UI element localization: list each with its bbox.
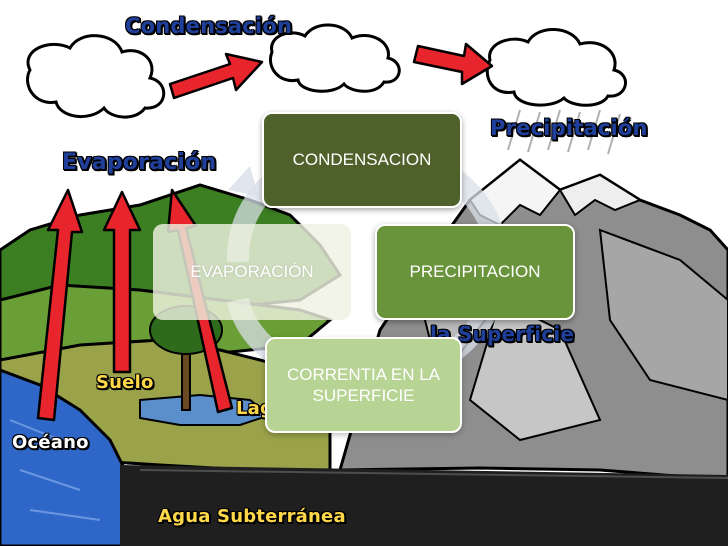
arrow-evap-soil [102,190,142,374]
groundwater-soil [120,465,728,546]
label-precipitacion: Precipitación [490,116,648,140]
cycle-label-condensacion: CONDENSACION [292,150,432,170]
label-condensacion: Condensación [125,14,293,38]
label-evaporacion: Evaporación [62,150,217,175]
label-oceano: Océano [12,432,89,453]
label-agua-subterranea: Agua Subterránea [158,506,346,527]
cycle-label-correntia: CORRENTIA EN LA SUPERFICIE [286,364,441,405]
cycle-box-condensacion: CONDENSACION [262,112,462,208]
cloud-center [269,23,401,93]
label-suelo: Suelo [96,372,154,393]
arrow-evap-ocean [36,188,84,422]
cycle-box-evaporacion: EVAPORACIÓN [153,224,351,320]
cycle-label-evaporacion: EVAPORACIÓN [190,262,314,282]
arrow-cloud-to-cloud-1 [168,52,264,100]
arrow-cloud-to-cloud-2 [412,42,494,86]
cloud-left [26,34,166,119]
cycle-label-precipitacion: PRECIPITACION [409,262,541,282]
cycle-box-precipitacion: PRECIPITACION [375,224,575,320]
cycle-box-correntia: CORRENTIA EN LA SUPERFICIE [265,337,462,433]
label-lago: Lag [236,398,274,419]
cloud-right [485,28,627,107]
